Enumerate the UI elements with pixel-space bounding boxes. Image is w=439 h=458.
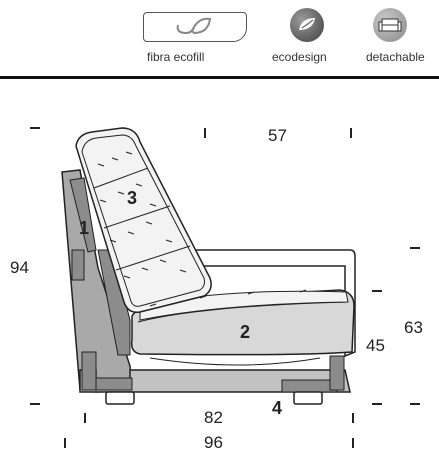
tick-top-right <box>350 128 352 138</box>
dimension-width-inner: 82 <box>204 408 223 427</box>
back-frame <box>61 169 133 393</box>
tick-bottom-right-a <box>372 403 382 405</box>
feet <box>105 391 323 405</box>
header-divider <box>0 76 439 79</box>
callout-back-cushion: 3 <box>127 188 138 208</box>
feature-label: fibra ecofill <box>147 50 205 64</box>
base-frame <box>79 351 351 393</box>
tick-96-left <box>64 438 66 448</box>
dimension-width-total: 96 <box>204 433 223 452</box>
dimension-top-width: 57 <box>268 126 287 145</box>
feature-label: ecodesign <box>272 50 327 64</box>
back-cushion <box>75 127 307 314</box>
tick-bottom-right-b <box>410 403 420 405</box>
tick-82-right <box>352 413 354 423</box>
ecodesign-leaf-icon <box>290 8 324 42</box>
feature-detachable: detachable <box>366 8 438 70</box>
callout-seat-cushion: 2 <box>240 322 251 342</box>
feature-label: detachable <box>366 50 425 64</box>
feature-ecodesign: ecodesign <box>270 8 350 70</box>
callout-frame: 1 <box>79 218 90 238</box>
dimension-height-total: 94 <box>10 258 29 277</box>
leaf-outline-icon <box>143 12 247 42</box>
tick-82-left <box>84 413 86 423</box>
sofa-side-view-diagram <box>61 127 356 405</box>
tick-96-right <box>352 438 354 448</box>
tick-top-mid <box>204 128 206 138</box>
arm-outline <box>196 249 356 358</box>
sofa-detachable-icon <box>373 8 407 42</box>
callout-base: 4 <box>272 398 283 418</box>
feature-fibra-ecofill: fibra ecofill <box>143 12 247 70</box>
tick-right-upper <box>410 247 420 249</box>
tick-right-seat <box>372 290 382 292</box>
tick-bottom-left <box>30 403 40 405</box>
dimension-height-arm: 63 <box>404 318 423 337</box>
tick-top-left <box>30 127 40 129</box>
dimension-height-seat: 45 <box>366 336 385 355</box>
